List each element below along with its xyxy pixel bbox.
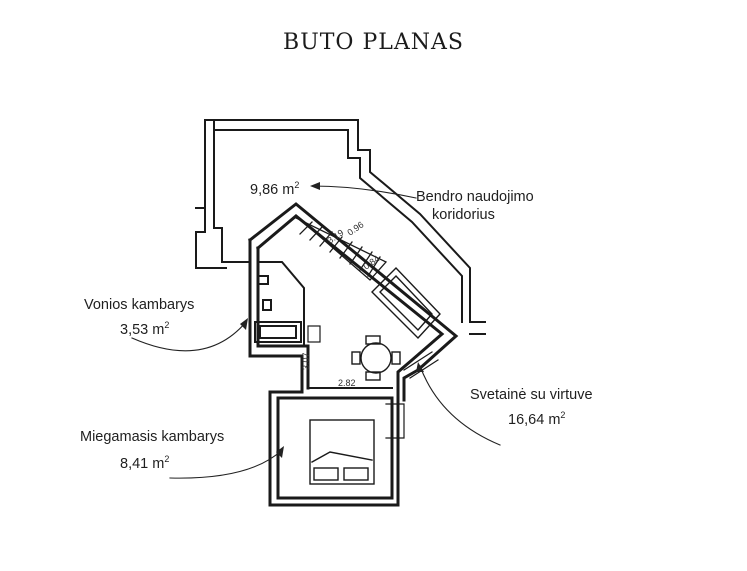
apartment-walls [247, 202, 486, 507]
dim-stair-c: 0.84 [361, 253, 381, 271]
leader-lines [131, 185, 501, 479]
corridor-walls [195, 119, 471, 323]
bed [309, 419, 375, 485]
corridor-area: 9,86 m2 [250, 180, 300, 198]
arrow-heads [240, 182, 424, 458]
bedroom-area: 8,41 m2 [120, 454, 170, 472]
dim-stair-b: 0.96 [345, 219, 365, 237]
living-area: 16,64 m2 [508, 410, 566, 428]
bathroom-name: Vonios kambarys [84, 297, 195, 313]
sofa [371, 266, 441, 340]
corridor-name-line2: koridorius [432, 207, 495, 223]
dim-2-82: 2.82 [338, 378, 356, 388]
dim-3-07: 3.07 [301, 352, 311, 370]
stairs [295, 217, 388, 281]
corridor-name-line1: Bendro naudojimo [416, 189, 534, 205]
bathroom-area: 3,53 m2 [120, 320, 170, 338]
bedroom-name: Miegamasis kambarys [80, 429, 225, 445]
page-title: BUTO PLANAS [283, 30, 464, 55]
bathroom-walls [254, 261, 305, 347]
dining-table [351, 335, 401, 381]
doors [307, 325, 439, 439]
living-name: Svetainė su virtuve [470, 387, 593, 403]
